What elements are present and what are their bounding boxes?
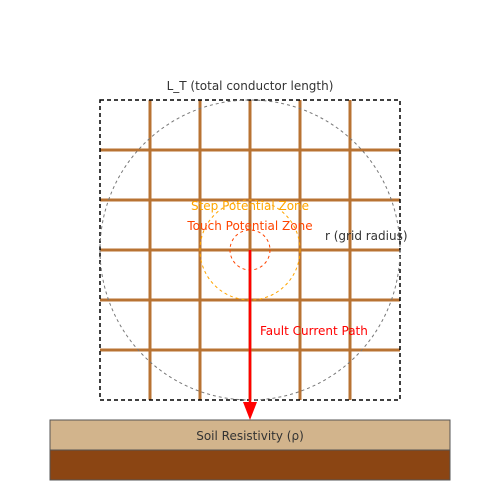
fault-current-label: Fault Current Path xyxy=(260,324,368,338)
touch-potential-label: Touch Potential Zone xyxy=(186,219,312,233)
conductor-length-label: L_T (total conductor length) xyxy=(167,79,334,93)
soil-bottom-layer xyxy=(49,449,451,481)
fault-current-arrowhead xyxy=(243,402,257,420)
soil-top-layer xyxy=(49,419,451,451)
soil-resistivity-label: Soil Resistivity (ρ) xyxy=(196,429,304,443)
step-potential-label: Step Potential Zone xyxy=(191,199,309,213)
grid-radius-label: r (grid radius) xyxy=(325,229,408,243)
